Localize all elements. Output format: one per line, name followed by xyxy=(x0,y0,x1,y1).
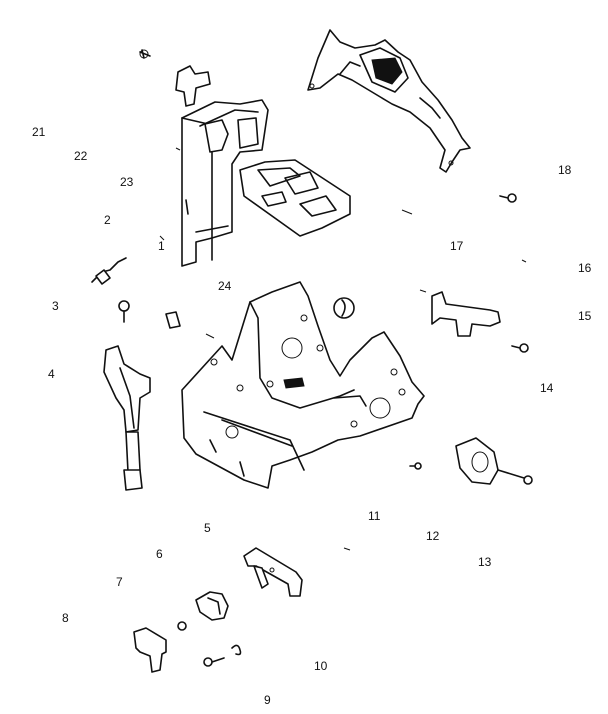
label-14: 14 xyxy=(540,381,554,395)
part-right-bracket xyxy=(431,291,501,337)
screw-top-left xyxy=(139,49,151,59)
label-8: 8 xyxy=(62,611,69,625)
label-18: 18 xyxy=(558,163,572,177)
label-3: 3 xyxy=(52,299,59,313)
label-22: 22 xyxy=(74,149,88,163)
label-10: 10 xyxy=(314,659,328,673)
part-top-right-bracket xyxy=(307,29,471,173)
label-17: 17 xyxy=(450,239,464,253)
label-2: 2 xyxy=(104,213,111,227)
label-15: 15 xyxy=(578,309,592,323)
label-12: 12 xyxy=(426,529,440,543)
part-pin-spring xyxy=(91,257,127,285)
part-roller xyxy=(165,311,181,329)
part-e-ring xyxy=(333,297,355,319)
part-small-clip xyxy=(175,65,211,107)
part-left-lever xyxy=(103,345,151,491)
label-7: 7 xyxy=(116,575,123,589)
label-4: 4 xyxy=(48,367,55,381)
part-circuit-board xyxy=(239,159,351,237)
part-gear-block xyxy=(195,591,229,621)
leader-marks xyxy=(159,147,527,551)
label-13: 13 xyxy=(478,555,492,569)
label-24: 24 xyxy=(218,279,232,293)
label-11: 11 xyxy=(368,509,381,523)
screw-right-upper xyxy=(499,193,517,203)
label-1: 1 xyxy=(158,239,165,253)
part-spring-bottom xyxy=(231,644,242,656)
label-23: 23 xyxy=(120,175,134,189)
part-bottom-bracket xyxy=(133,627,167,673)
part-main-frame xyxy=(181,281,425,489)
label-6: 6 xyxy=(156,547,163,561)
screw-center-small xyxy=(409,462,422,470)
label-16: 16 xyxy=(578,261,592,275)
screw-3 xyxy=(118,300,130,323)
label-5: 5 xyxy=(204,521,211,535)
part-motor-assembly xyxy=(181,99,269,267)
part-washer xyxy=(177,621,187,631)
label-9: 9 xyxy=(264,693,271,707)
screw-bottom xyxy=(203,657,225,667)
screw-right-middle xyxy=(511,343,529,353)
part-shaft-assembly xyxy=(243,547,303,597)
part-cam-disc xyxy=(455,437,533,485)
label-21: 21 xyxy=(32,125,46,139)
